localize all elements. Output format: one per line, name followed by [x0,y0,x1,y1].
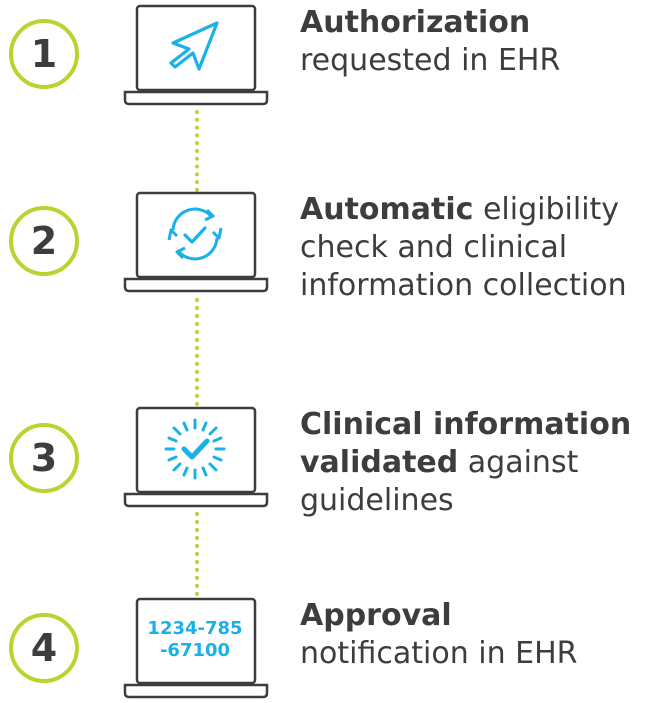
step-2-laptop [122,191,270,295]
connector-2-3 [195,298,199,406]
step-2-title: Automatic [300,192,474,227]
step-4-text: Approval notification in EHR [300,597,650,673]
step-2-desc-2: check and clinical [300,230,568,265]
step-4-number: 4 [9,613,79,683]
sync-check-icon [167,207,223,261]
burst-check-icon [164,418,226,480]
step-3-desc-1: against [458,445,579,480]
step-1-number: 1 [9,19,79,89]
step-3-laptop [122,406,270,510]
step-4-laptop: 1234-785 -67100 [122,597,270,701]
code-line-2: -67100 [159,640,231,661]
step-3-desc-2: guidelines [300,483,454,518]
cursor-arrow-icon [169,21,219,71]
connector-3-4 [195,512,199,596]
authorization-code: 1234-785 -67100 [147,618,242,662]
step-1-desc: requested in EHR [300,43,561,78]
step-1-laptop [122,4,270,108]
step-2-desc-1: eligibility [473,192,620,227]
step-3-title-2: validated [300,445,459,480]
step-4-desc: notification in EHR [300,636,578,671]
step-1-title: Authorization [300,5,531,40]
step-4-title: Approval [300,598,452,633]
step-3-number: 3 [9,423,79,493]
step-1-text: Authorization requested in EHR [300,4,650,80]
step-2-number: 2 [9,206,79,276]
step-2-desc-3: information collection [300,268,627,303]
code-line-1: 1234-785 [147,618,243,639]
step-3-text: Clinical information validated against g… [300,406,650,520]
step-3-title: Clinical information [300,407,632,442]
step-2-text: Automatic eligibility check and clinical… [300,191,650,305]
connector-1-2 [195,110,199,192]
